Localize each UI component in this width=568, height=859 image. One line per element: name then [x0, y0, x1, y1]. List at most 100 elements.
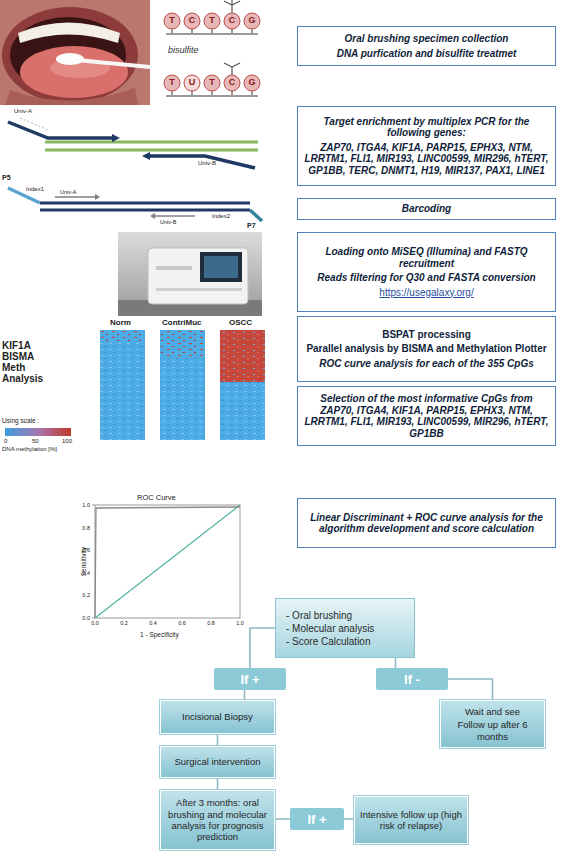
node-text: ROC curve analysis for each of the 355 C…: [319, 358, 534, 370]
flow-box: Intensive follow up (high risk of relaps…: [354, 796, 468, 844]
pcr-schematic-part: [155, 215, 195, 217]
annotation-label: KIF1A BISMA Meth Analysis: [2, 340, 48, 384]
annotation-label: bisulfite: [168, 46, 199, 56]
annotation-label: U: [185, 78, 199, 88]
process-box: Linear Discriminant + ROC curve analysis…: [297, 498, 556, 548]
methylation-heatmaps-part: [100, 330, 145, 342]
annotation-label: Univ-B: [160, 219, 177, 225]
mouth-photo-part: [18, 23, 120, 44]
mouth-photo-part: [20, 46, 128, 98]
annotation-label: P5: [2, 174, 11, 182]
bisulfite-schematic-part: [164, 13, 180, 29]
node-text: - Oral brushing: [286, 609, 352, 622]
mouth-photo-part: [76, 60, 150, 67]
roc-chart-part: [95, 505, 240, 618]
methylation-heatmaps-part: [220, 330, 265, 440]
process-box: Target enrichment by multiplex PCR for t…: [297, 106, 556, 186]
roc-chart-part: [95, 505, 240, 618]
node-text: Barcoding: [402, 203, 451, 215]
mouth-photo: [0, 0, 150, 105]
process-box: Selection of the most informative CpGs f…: [297, 386, 556, 446]
annotation-label: 1 - Specificity: [140, 631, 179, 638]
pcr-schematic-part: [40, 202, 250, 205]
pcr-schematic-part: [150, 156, 255, 168]
pcr-schematic-part: [95, 194, 100, 200]
annotation-label: 0.6: [70, 547, 90, 553]
annotation-label: 0.2: [70, 592, 90, 598]
pcr-schematic-part: [8, 122, 112, 138]
annotation-label: Sensitivity: [80, 537, 87, 587]
connector-line: [275, 818, 290, 820]
connector-line: [244, 690, 246, 700]
pcr-schematic-part: [20, 118, 48, 130]
sequencer-photo-part: [200, 252, 242, 282]
flow-box: - Oral brushing- Molecular analysis- Sco…: [275, 598, 415, 658]
annotation-label: 0.2: [114, 620, 134, 626]
mouth-photo-part: [2, 7, 138, 103]
node-text: BSPAT processing: [382, 329, 471, 341]
annotation-label: C: [225, 16, 239, 26]
bisulfite-schematic-part: [224, 1, 232, 5]
bisulfite-schematic-part: [231, 0, 232, 5]
flow-box: After 3 months: oral brushing and molecu…: [160, 790, 275, 850]
node-text: https://usegalaxy.org/: [379, 287, 473, 299]
annotation-label: 1.0: [230, 620, 250, 626]
mouth-photo-part: [56, 53, 84, 65]
annotation-label: 0.0: [70, 615, 90, 621]
process-box: Loading onto MiSEQ (Illumina) and FASTQ …: [297, 232, 556, 312]
pcr-schematic-part: [250, 210, 262, 221]
node-text: If +: [240, 672, 259, 687]
annotation-label: Univ-A: [60, 189, 77, 195]
annotation-label: C: [185, 16, 199, 26]
annotation-label: 0.4: [70, 570, 90, 576]
node-text: - Molecular analysis: [286, 622, 374, 635]
annotation-label: P7: [247, 222, 256, 230]
flow-box: Incisional Biopsy: [160, 700, 275, 734]
sequencer-photo: [118, 232, 262, 316]
connector-line: [448, 679, 493, 700]
sequencer-photo-part: [204, 256, 238, 278]
annotation-label: 0.8: [201, 620, 221, 626]
node-text: Intensive follow up (high risk of relaps…: [359, 809, 463, 832]
node-text: If -: [404, 672, 420, 687]
node-text: Oral brushing specimen collection: [345, 33, 509, 45]
connector-line: [217, 734, 219, 746]
annotation-label: 100: [62, 438, 72, 445]
bisulfite-schematic-part: [244, 13, 260, 29]
annotation-label: 0.8: [70, 525, 90, 531]
condition-band: If +: [214, 668, 286, 690]
annotation-label: DNA methylation [%]: [2, 446, 57, 453]
node-text: Parallel analysis by BISMA and Methylati…: [306, 343, 546, 355]
roc-chart-part: [92, 505, 95, 506]
annotation-label: 50: [32, 438, 39, 445]
annotation-label: T: [205, 78, 219, 88]
methylation-heatmaps-part: [5, 428, 71, 436]
node-text: Wait and see: [465, 706, 520, 717]
connector-line: [217, 778, 219, 790]
bisulfite-schematic-part: [164, 75, 180, 91]
sequencer-photo-part: [156, 266, 192, 270]
node-text: If +: [307, 812, 326, 827]
annotation-label: ROC Curve: [137, 494, 176, 502]
pcr-schematic-part: [142, 152, 150, 160]
annotation-label: Index1: [26, 186, 44, 193]
node-text: Loading onto MiSEQ (Illumina) and FASTQ …: [303, 246, 550, 269]
node-text: ZAP70, ITGA4, KIF1A, PARP15, EPHX3, NTM,…: [303, 142, 550, 177]
methylation-heatmaps-part: [160, 330, 205, 440]
bisulfite-schematic-part: [224, 63, 232, 67]
flow-box: Wait and seeFollow up after 6 months: [440, 700, 545, 748]
annotation-label: 1.0: [70, 502, 90, 508]
pcr-schematic-part: [45, 141, 258, 144]
condition-band: If +: [290, 808, 344, 830]
methylation-heatmaps-part: [160, 330, 205, 358]
bisulfite-schematic-part: [232, 1, 240, 5]
pcr-schematic-part: [45, 149, 258, 152]
roc-chart: [92, 505, 240, 618]
bisulfite-schematic-part: [224, 75, 240, 91]
mouth-photo-part: [0, 0, 150, 105]
flow-box: Surgical intervention: [160, 746, 275, 778]
annotation-label: Norm: [110, 319, 131, 328]
process-box: BSPAT processingParallel analysis by BIS…: [297, 316, 556, 382]
pcr-schematic-part: [112, 134, 120, 142]
